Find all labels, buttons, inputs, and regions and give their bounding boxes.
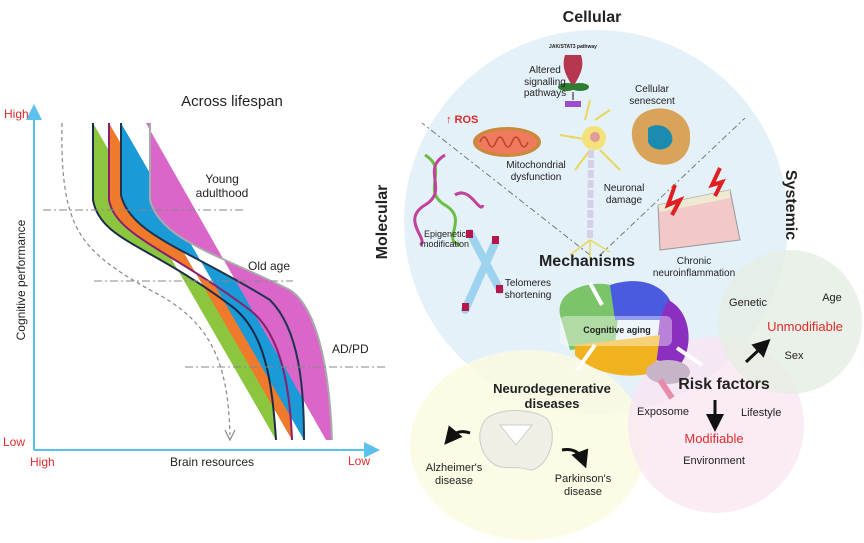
neuro-title: Neurodegenerative diseases xyxy=(493,381,611,411)
chromosome-icon xyxy=(461,229,504,314)
sex-label: Sex xyxy=(784,350,804,362)
exposome-label: Exposome xyxy=(637,406,689,418)
stage-ad-pd: AD/PD xyxy=(332,342,369,356)
mechanisms-title: Mechanisms xyxy=(538,253,636,270)
y-high-label: High xyxy=(4,107,29,121)
jak-stat-receptor-icon xyxy=(558,55,589,107)
arrows xyxy=(575,282,704,372)
arrow-unmodifiable-icon xyxy=(744,338,771,364)
curve-purple xyxy=(108,123,293,441)
curve-dark-2 xyxy=(120,123,305,441)
stage-old-age: Old age xyxy=(248,259,291,273)
telomeres-label: Telomeres shortening xyxy=(504,278,552,301)
signalling-label: Altered signalling pathways xyxy=(523,65,567,99)
section-systemic: Systemic xyxy=(782,169,800,241)
divider-left xyxy=(421,122,591,256)
jak-stat-label: JAK/STAT3 pathway xyxy=(549,44,597,50)
unmodifiable-label: Unmodifiable xyxy=(767,319,843,334)
lifespan-chart xyxy=(26,104,385,458)
modifiable-label: Modifiable xyxy=(684,431,744,446)
inflammation-label: Chronic neuroinflammation xyxy=(652,256,736,279)
risk-title: Risk factors xyxy=(678,376,770,393)
ros-label: ↑ ROS xyxy=(446,114,479,126)
alzheimers-label: Alzheimer's disease xyxy=(425,462,483,487)
lifestyle-label: Lifestyle xyxy=(741,407,782,419)
curve-dark-1 xyxy=(92,123,277,441)
stage-young-adulthood: Young adulthood xyxy=(195,172,249,200)
chart-title: Across lifespan xyxy=(181,93,283,110)
environment-label: Environment xyxy=(683,455,745,467)
senescent-cell-icon xyxy=(631,108,691,165)
y-low-label: Low xyxy=(3,435,26,449)
brain-tissue-icon xyxy=(657,167,741,251)
dna-icon xyxy=(413,153,485,247)
arrow-parkinsons-icon xyxy=(561,448,589,469)
dashed-trend-arrow xyxy=(61,122,231,436)
parkinsons-label: Parkinson's disease xyxy=(554,473,612,498)
epigenetic-label: Epigenetic modification xyxy=(420,229,470,250)
curve-gray xyxy=(149,123,333,441)
cognitive-aging-label: Cognitive aging xyxy=(583,325,651,335)
x-axis-label: Brain resources xyxy=(169,455,255,469)
section-cellular: Cellular xyxy=(562,9,622,26)
mitochondria-icon xyxy=(473,127,541,157)
genetic-label: Genetic xyxy=(729,297,767,309)
x-high-label: High xyxy=(30,455,55,469)
arrow-alzheimers-icon xyxy=(444,425,471,445)
section-molecular: Molecular xyxy=(373,184,391,260)
unmodifiable-circle xyxy=(718,250,862,394)
brain-section-icon xyxy=(479,410,553,471)
mechanisms-circle xyxy=(404,30,788,414)
y-axis-label: Cognitive performance xyxy=(14,219,29,341)
x-low-label: Low xyxy=(348,454,371,468)
neuronal-label: Neuronal damage xyxy=(603,183,645,206)
neuron-icon xyxy=(559,99,621,258)
age-label: Age xyxy=(822,292,842,304)
senescent-label: Cellular senescent xyxy=(629,84,675,107)
mitochondrial-label: Mitochondrial dysfunction xyxy=(506,160,566,183)
